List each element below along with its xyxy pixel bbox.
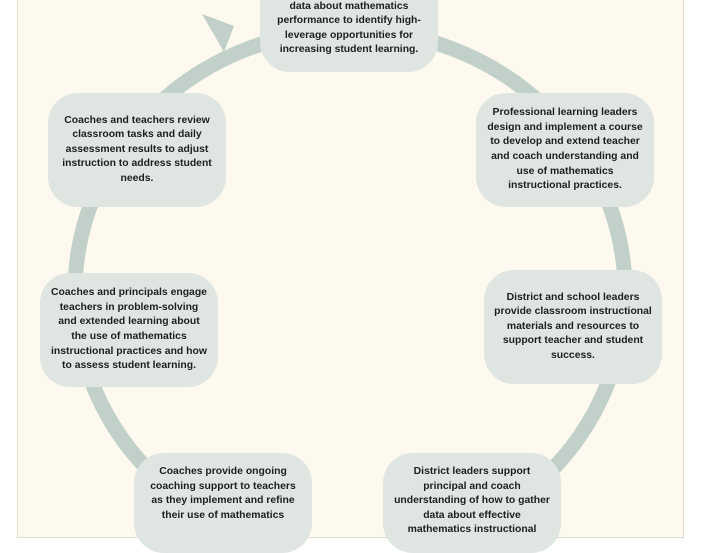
step-box-2: Professional learning leaders design and… — [476, 93, 654, 207]
step-text-7: Coaches and teachers review classroom ta… — [62, 114, 212, 184]
arrowhead-icon — [202, 14, 234, 52]
step-text-5: Coaches provide ongoing coaching support… — [150, 466, 296, 521]
step-text-6: Coaches and principals engage teachers i… — [51, 287, 207, 372]
step-box-3: District and school leaders provide clas… — [484, 270, 662, 384]
cycle-ring — [67, 14, 633, 526]
step-text-3: District and school leaders provide clas… — [494, 291, 652, 361]
step-text-4: District leaders support principal and c… — [394, 466, 550, 536]
step-box-7: Coaches and teachers review classroom ta… — [48, 93, 226, 207]
step-box-1: data about mathematics performance to id… — [260, 0, 438, 72]
step-box-4: District leaders support principal and c… — [383, 453, 561, 553]
step-box-6: Coaches and principals engage teachers i… — [40, 273, 218, 387]
step-text-2: Professional learning leaders design and… — [487, 107, 643, 192]
step-text-1: data about mathematics performance to id… — [277, 0, 421, 56]
step-box-5: Coaches provide ongoing coaching support… — [134, 453, 312, 553]
